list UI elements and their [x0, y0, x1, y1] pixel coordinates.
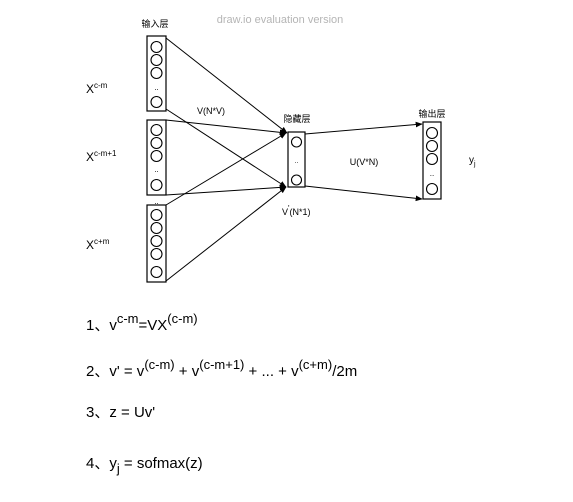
neuron-circle	[150, 265, 163, 279]
neuron-circle	[150, 178, 163, 192]
hidden-layer-label: 隐藏层	[283, 113, 310, 124]
neuron-circle	[150, 247, 163, 261]
neuron-circle	[150, 53, 163, 67]
equation-term: = sofmax(z)	[120, 455, 203, 472]
output-label: yj	[469, 155, 476, 168]
equation-1: 1、vc-m=VX(c-m)	[86, 311, 198, 334]
v-matrix-label: V(N*V)	[197, 106, 225, 116]
equation-term: c-m	[117, 311, 139, 326]
equation-number: 1、	[86, 317, 109, 334]
input-layer-label: 输入层	[141, 18, 168, 29]
neuron-circle	[290, 174, 303, 186]
ellipsis-dots: ..	[154, 197, 158, 206]
input-label-1: Xc-m	[86, 81, 108, 96]
v-prime-base: V	[282, 207, 288, 217]
equation-number: 3、	[86, 404, 109, 421]
arrow-input2-top	[165, 119, 287, 136]
neuron-circle	[425, 139, 439, 153]
equation-term: (c-m)	[167, 311, 197, 326]
ellipsis-dots: ..	[295, 158, 299, 165]
ellipsis-dots: ..	[154, 83, 158, 92]
ellipsis-dots: ..	[430, 169, 434, 178]
equation-term: + ... + v	[244, 363, 299, 380]
ellipsis-dots: ..	[154, 165, 158, 174]
equation-2: 2、v' = v(c-m) + v(c-m+1) + ... + v(c+m)/…	[86, 357, 357, 380]
neuron-circle	[150, 123, 163, 137]
equation-3: 3、z = Uv'	[86, 404, 155, 421]
v-prime-dim: (N*1)	[290, 207, 311, 217]
input-label-3: Xc+m	[86, 237, 110, 252]
hidden-vector-box	[287, 131, 306, 188]
equation-term: (c-m+1)	[199, 357, 244, 372]
arrow-input3-bottom	[165, 186, 287, 282]
neuron-circle	[425, 126, 439, 140]
arrow-hidden-to-output-bottom	[304, 185, 423, 202]
arrow-input3-top	[165, 132, 287, 206]
neuron-circle	[150, 95, 163, 109]
equation-term: j	[116, 461, 120, 476]
neuron-circle	[425, 182, 439, 196]
neuron-circle	[150, 136, 163, 150]
neuron-circle	[425, 152, 439, 166]
arrow-input1-bottom	[165, 108, 287, 188]
watermark: draw.io evaluation version	[217, 14, 344, 26]
equations-list: 1、vc-m=VX(c-m)2、v' = v(c-m) + v(c-m+1) +…	[86, 311, 357, 476]
equation-term: =VX	[139, 317, 168, 334]
neuron-circle	[290, 136, 303, 148]
equation-term: z = Uv'	[109, 404, 155, 421]
v-prime-mark: '	[288, 204, 290, 213]
equation-term: v' = v	[109, 363, 144, 380]
arrow-input2-bottom	[165, 184, 287, 196]
neuron-circle	[150, 40, 163, 54]
input-label-2: Xc-m+1	[86, 149, 117, 164]
equation-term: (c-m)	[144, 357, 174, 372]
v-prime-label: V'(N*1)	[282, 204, 311, 217]
equation-term: + v	[175, 363, 200, 380]
neuron-circle	[150, 221, 163, 235]
neuron-circle	[150, 234, 163, 248]
equation-number: 4、	[86, 455, 109, 472]
equation-term: /2m	[332, 363, 357, 380]
equation-term: v	[109, 317, 117, 334]
neuron-circle	[150, 208, 163, 222]
arrow-hidden-to-output-top	[304, 121, 423, 135]
equation-term: y	[109, 455, 117, 472]
neuron-circle	[150, 149, 163, 163]
output-layer-label: 输出层	[418, 108, 445, 119]
equation-term: (c+m)	[299, 357, 333, 372]
u-matrix-label: U(V*N)	[350, 157, 379, 167]
equation-4: 4、yj = sofmax(z)	[86, 455, 203, 476]
arrow-input1-top	[165, 37, 288, 134]
equation-number: 2、	[86, 363, 109, 380]
neuron-circle	[150, 66, 163, 80]
